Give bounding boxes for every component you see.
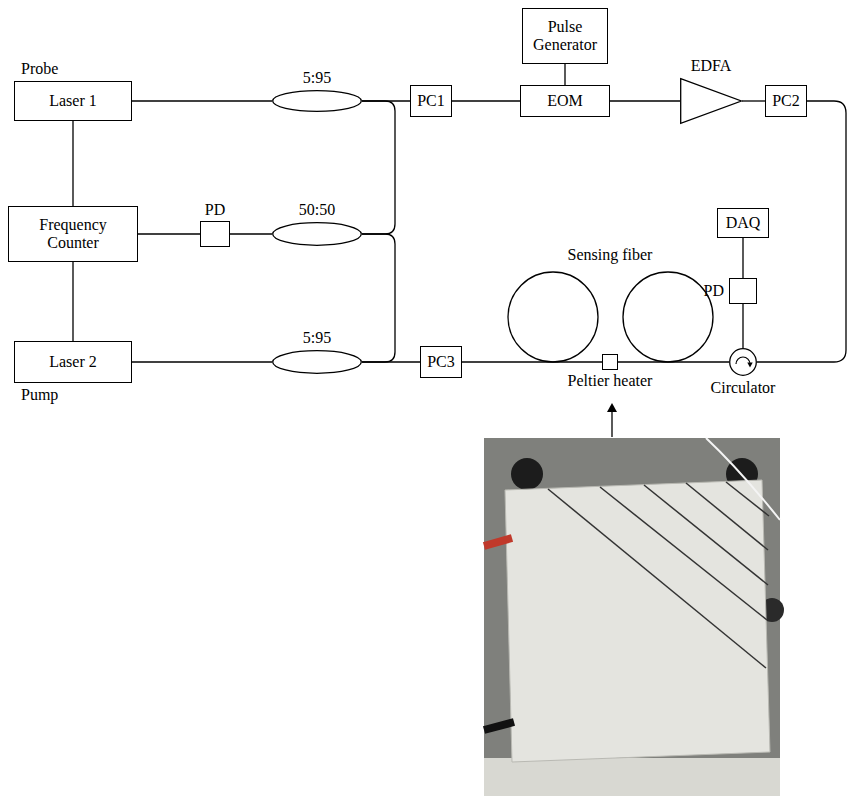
fiber-coil <box>508 272 598 362</box>
photodetector-box: PD <box>729 278 757 304</box>
fiber-connector <box>132 100 272 101</box>
text-holder: DAQ <box>718 209 768 237</box>
coupler: 5:95 <box>272 90 362 112</box>
polarization-controller: PC2 <box>765 85 807 117</box>
text-holder: PC1 <box>411 86 451 116</box>
text-holder: Pulse Generator <box>523 9 607 63</box>
photodetector-box: PD <box>200 221 230 247</box>
node-label: 5:95 <box>303 329 331 347</box>
fiber-connector <box>230 233 272 234</box>
photo-mark <box>686 483 768 550</box>
text-holder: EOM <box>521 86 609 116</box>
coupler-outline <box>272 350 362 374</box>
photo-hole <box>511 458 543 490</box>
fiber-connector <box>362 101 395 234</box>
coupler-outline <box>272 222 362 246</box>
peltier-photo <box>505 480 770 762</box>
fiber-connector <box>362 361 420 362</box>
text-holder: Laser 2 <box>15 342 131 382</box>
node-text: PC3 <box>427 353 455 371</box>
node-text: PC2 <box>772 92 800 110</box>
coupler: 50:50 <box>272 222 362 246</box>
fiber-connector <box>362 100 410 101</box>
photo-background <box>484 438 780 796</box>
fiber-connector <box>72 262 73 341</box>
coupler-outline <box>272 90 362 112</box>
circulator-arrowhead <box>747 363 752 368</box>
frequency-counter-box: Frequency Counter <box>8 206 138 262</box>
pointer-head <box>607 403 617 412</box>
circulator: Circulator <box>729 348 757 376</box>
circulator-shape <box>730 349 757 376</box>
node-text: DAQ <box>726 214 761 232</box>
pointer-line <box>611 410 612 437</box>
fiber-connector <box>72 121 73 206</box>
photo-mark <box>548 489 766 668</box>
node-text: PC1 <box>417 92 445 110</box>
fiber-connector <box>564 64 565 85</box>
photo-mark <box>600 487 767 620</box>
fiber-connector <box>462 361 602 362</box>
photo-fiber <box>706 438 780 520</box>
node-text: Pulse Generator <box>528 18 602 55</box>
fiber-connector <box>757 101 846 362</box>
node-label: PD <box>205 201 225 219</box>
photo-wire <box>484 538 512 546</box>
circulator-outline <box>729 348 757 376</box>
node-text: Frequency Counter <box>28 216 118 253</box>
peltier-heater: Peltier heater <box>602 354 618 370</box>
node-text: Laser 2 <box>49 353 97 371</box>
fiber-connector <box>452 100 520 101</box>
node-label: PD <box>704 282 724 300</box>
node-text: EOM <box>547 92 583 110</box>
coupler-shape <box>273 351 362 374</box>
fiber-connector <box>132 361 272 362</box>
fiber-coil <box>623 272 713 362</box>
text-holder: Frequency Counter <box>9 207 137 261</box>
node-label: EDFA <box>691 57 732 75</box>
fiber-connector <box>618 361 729 362</box>
amplifier-triangle: EDFA <box>680 78 742 124</box>
coupler-shape <box>273 223 362 246</box>
fiber-connector <box>610 100 680 101</box>
text-holder: PC3 <box>421 347 461 377</box>
photo-wire <box>484 722 514 730</box>
pulse-generator-box: Pulse Generator <box>522 8 608 64</box>
coupler: 5:95 <box>272 350 362 374</box>
fiber-connector <box>742 238 743 278</box>
fiber-connector <box>362 234 395 362</box>
node-label: Peltier heater <box>568 372 653 390</box>
node-label: Circulator <box>711 379 776 397</box>
daq-box: DAQ <box>717 208 769 238</box>
part-label: Sensing fiber <box>568 246 653 264</box>
modulator-box: EOM <box>520 85 610 117</box>
node-label: 5:95 <box>303 69 331 87</box>
node-text: Laser 1 <box>49 92 97 110</box>
text-holder: PC2 <box>766 86 806 116</box>
node-label: Probe <box>21 60 58 78</box>
amplifier-triangle-outline <box>680 78 742 124</box>
node-label: Pump <box>21 386 58 404</box>
laser-box: Laser 2Pump <box>14 341 132 383</box>
fiber-connector <box>742 304 743 348</box>
polarization-controller: PC1 <box>410 85 452 117</box>
text-holder: Laser 1 <box>15 82 131 120</box>
amplifier-triangle-shape <box>681 79 742 124</box>
fiber-connector <box>742 100 765 101</box>
photo-base <box>484 758 780 796</box>
coupler-shape <box>273 91 362 112</box>
polarization-controller: PC3 <box>420 346 462 378</box>
fiber-connector <box>138 233 200 234</box>
node-label: 50:50 <box>299 201 335 219</box>
laser-box: ProbeLaser 1 <box>14 81 132 121</box>
